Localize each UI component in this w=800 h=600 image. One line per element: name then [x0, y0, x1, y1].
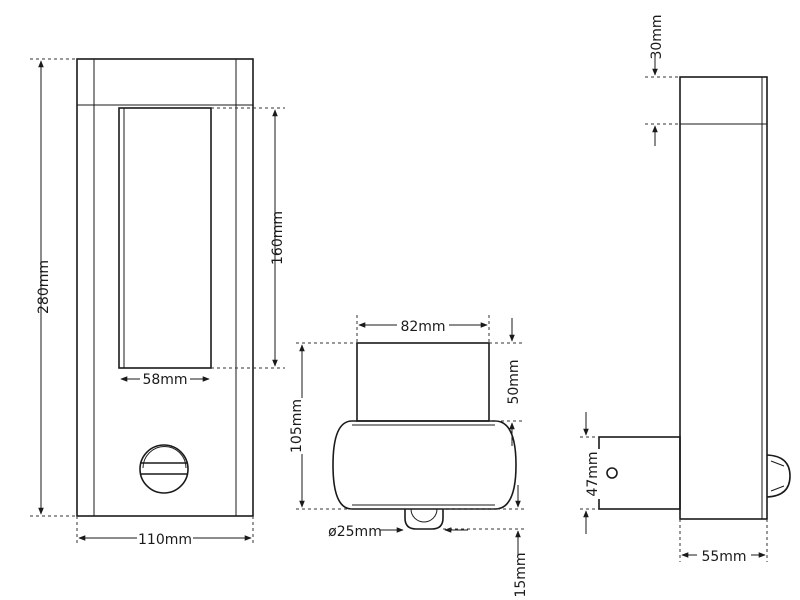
- label-280: 280mm: [36, 260, 52, 314]
- side-mount-screw: [606, 467, 618, 479]
- label-47: 47mm: [585, 451, 601, 496]
- label-bg: [140, 369, 190, 387]
- front-view: 280mm 160mm 58mm 110mm: [30, 58, 286, 548]
- side-view: 30mm 47mm 55mm: [580, 14, 791, 565]
- side-sensor: [766, 454, 791, 498]
- label-82: 82mm: [400, 319, 445, 335]
- front-sensor-circle: [139, 444, 189, 494]
- label-25: ø25mm: [328, 524, 382, 540]
- side-wall-mount: [598, 436, 681, 510]
- label-50: 50mm: [506, 359, 522, 404]
- top-rounded-body: [332, 420, 517, 510]
- label-bg: [137, 529, 193, 547]
- label-bg: [697, 546, 751, 564]
- front-sensor-bar: [141, 462, 188, 475]
- sensor-detail: [770, 460, 785, 492]
- top-view: 82mm 105mm 50mm ø25mm 15mm: [287, 315, 529, 598]
- label-bg: [397, 316, 449, 334]
- top-upper-block: [356, 342, 490, 422]
- label-105: 105mm: [289, 399, 305, 453]
- label-bg: [287, 398, 305, 454]
- label-110: 110mm: [138, 532, 192, 548]
- front-glass-window: [118, 107, 212, 369]
- front-body-outline: [76, 58, 254, 517]
- label-30: 30mm: [649, 14, 665, 59]
- top-sensor-bump: [404, 509, 444, 530]
- label-55: 55mm: [701, 549, 746, 565]
- label-bg: [583, 449, 601, 499]
- side-body-outline: [679, 76, 768, 520]
- label-58: 58mm: [142, 372, 187, 388]
- sensor-lens: [410, 508, 438, 523]
- label-160: 160mm: [270, 211, 286, 265]
- label-15: 15mm: [513, 552, 529, 597]
- front-sensor-lens: [142, 446, 187, 469]
